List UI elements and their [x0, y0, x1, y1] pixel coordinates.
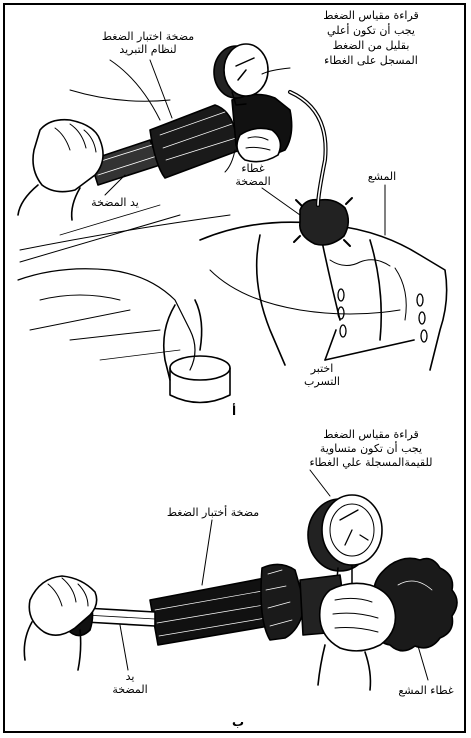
- label-gauge-reading-a-line-4: المسجل على الغطاء: [296, 53, 446, 68]
- label-pressure-tester-a-line-1: مضخة اختبار الضغط: [88, 30, 208, 43]
- label-pressure-tester-a-line-2: لنظام التبريد: [88, 43, 208, 56]
- panel-letter-a: أ: [232, 404, 236, 418]
- label-pump-cap-a-line-2: المضخة: [218, 175, 288, 188]
- panel-b-drawing: [24, 495, 457, 690]
- label-pump-cap-a: غطاء المضخة: [218, 162, 288, 188]
- label-gauge-reading-b-line-3: للقيمةالمسجلة علي الغطاء: [286, 456, 456, 470]
- panel-a-drawing: [18, 44, 447, 403]
- label-gauge-reading-a-line-1: قراءة مقياس الضغط: [296, 8, 446, 23]
- label-leak-check-a-line-2: التسرب: [292, 375, 352, 388]
- label-gauge-reading-b: قراءة مقياس الضغط يجب أن تكون متساوية لل…: [286, 428, 456, 470]
- label-pump-handle-a: يد المضخة: [70, 196, 160, 209]
- label-pressure-tester-b: مضخة أختبار الضغط: [148, 506, 278, 519]
- panel-letter-b: ب: [232, 715, 244, 729]
- label-gauge-reading-a: قراءة مقياس الضغط يجب أن تكون أعلي بقليل…: [296, 8, 446, 68]
- label-radiator-cap-b: غطاء المشع: [386, 684, 466, 697]
- label-gauge-reading-a-line-3: بقليل من الضغط: [296, 38, 446, 53]
- label-gauge-reading-a-line-2: يجب أن تكون أعلي: [296, 23, 446, 38]
- label-pump-cap-a-line-1: غطاء: [218, 162, 288, 175]
- label-pump-handle-b: يد المضخة: [100, 670, 160, 696]
- label-leak-check-a-line-1: اختبر: [292, 362, 352, 375]
- label-gauge-reading-b-line-2: يجب أن تكون متساوية: [286, 442, 456, 456]
- label-gauge-reading-b-line-1: قراءة مقياس الضغط: [286, 428, 456, 442]
- label-pump-handle-b-line-2: المضخة: [100, 683, 160, 696]
- label-pump-handle-b-line-1: يد: [100, 670, 160, 683]
- label-radiator-a: المشع: [352, 170, 412, 183]
- label-leak-check-a: اختبر التسرب: [292, 362, 352, 388]
- label-pressure-tester-a: مضخة اختبار الضغط لنظام التبريد: [88, 30, 208, 56]
